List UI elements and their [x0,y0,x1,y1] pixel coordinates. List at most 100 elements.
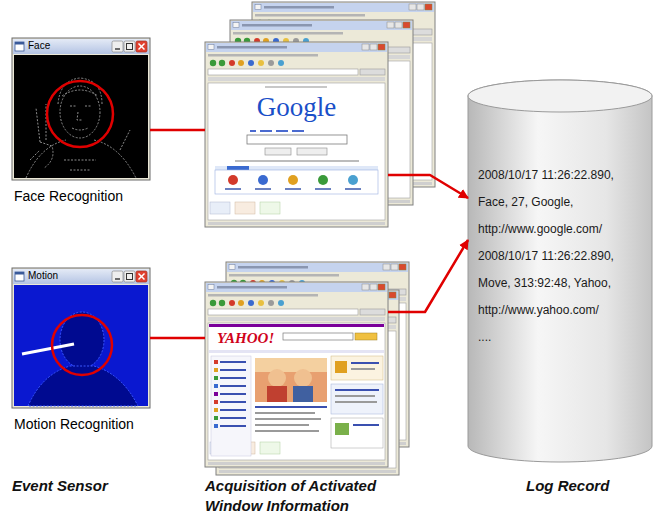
google-window-part [260,130,272,132]
motion-sensor-window-part [115,278,120,279]
motion-sensor-window-part [14,285,148,406]
log-line: .... [478,324,652,351]
yahoo-right-column-part [331,384,383,414]
yahoo-left-column-part [214,368,218,372]
motion-sensor-window [12,268,150,408]
motion-sensor-window-part [15,272,24,281]
face-edge-image-part [72,128,88,130]
google-window-part [255,188,271,190]
log-line: Move, 313:92:48, Yahoo, [478,270,652,297]
yahoo-right-column-part [353,424,379,426]
yahoo-window-part [209,324,384,327]
google-window-part [265,148,291,155]
face-sensor-window-part [47,81,113,147]
google-window-part [292,130,304,132]
face-edge-image-part [70,106,91,107]
face-sensor-window-part [13,39,149,54]
motion-sensor-window-part [52,315,112,375]
site-logo: Google [205,92,388,122]
yahoo-left-column-part [214,408,218,412]
google-window-part [228,175,238,185]
google-window-part [265,86,327,88]
google-window-part [215,166,378,170]
yahoo-photo-part [255,358,327,402]
yahoo-right-column-part [351,368,375,370]
yahoo-photo-part [255,424,309,426]
site-logo: YAHOO! [217,329,388,347]
yahoo-left-column-part [220,417,246,419]
window-title: Face [12,38,150,54]
yahoo-right-column-part [335,423,349,435]
yahoo-window-part [355,333,377,340]
face-edge-image-part [64,160,96,170]
google-window-part [215,170,378,194]
log-database: 2008/10/17 11:26:22.890,Face, 27, Google… [468,80,652,462]
motion-image-part [22,344,74,354]
sensor-label: Motion Recognition [14,416,150,433]
yahoo-left-column [211,356,251,456]
yahoo-window-part [209,350,384,353]
label-slot: Acquisition of Activated Window Informat… [205,476,420,516]
motion-sensor-window-part [15,272,24,275]
red-connector [150,337,205,340]
google-window-part [276,130,288,132]
yahoo-left-column-part [214,384,218,388]
face-sensor-window-part [12,38,150,180]
yahoo-left-column-part [220,409,246,411]
yahoo-left-column-part [214,392,218,396]
yahoo-right-column-part [335,389,379,391]
yahoo-left-column-part [220,377,246,379]
motion-sensor-window-part [112,271,123,282]
yahoo-left-column-part [214,376,218,380]
motion-image [22,312,138,406]
yahoo-left-column-part [211,356,251,456]
motion-sensor-window-part [13,269,149,284]
face-sensor-window-part [15,42,24,51]
face-edge-image-part [62,90,98,96]
yahoo-photo-part [255,412,315,414]
motion-sensor-window-part [127,274,133,280]
yahoo-right-column-part [335,361,347,373]
google-window [205,42,388,227]
yahoo-left-column-part [220,385,246,387]
log-line: http://www.google.com/ [478,216,652,243]
face-sensor-window-part [15,42,24,45]
face-sensor-window-part [139,44,145,50]
database-cylinder-part [468,80,652,112]
yahoo-photo-part [255,358,327,372]
red-connector [388,175,468,198]
red-connector [150,129,205,132]
section-label: Acquisition of Activated Window Informat… [205,476,420,516]
yahoo-photo-part [293,386,313,402]
face-sensor-window-part [139,44,145,50]
log-line: 2008/10/17 11:26:22.890, [478,243,652,270]
yahoo-right-column-part [331,418,383,448]
yahoo-left-column-part [220,361,246,363]
face-edge-image [26,78,136,178]
face-sensor-window [12,38,150,180]
face-sensor-window: FaceFace Recognition [12,38,150,180]
motion-sensor-window-part [139,274,145,280]
google-window-part [227,166,249,170]
yahoo-photo-part [268,369,286,387]
google-window-part [250,130,256,132]
label-slot: Event Sensor [12,476,192,496]
yahoo-right-column-part [351,362,379,364]
google-window-part [285,188,301,190]
browser-window: Google [205,42,388,227]
face-sensor-window-part [112,41,123,52]
yahoo-photo-part [294,369,312,387]
face-edge-image-part [60,86,100,138]
google-window-part [235,160,359,162]
yahoo-left-column-part [214,416,218,420]
face-sensor-window-part [127,44,133,50]
google-window-part [348,175,358,185]
section-label: Event Sensor [12,476,192,496]
yahoo-right-column-part [331,356,383,380]
yahoo-left-column-part [220,393,246,395]
google-window-part [205,42,388,227]
face-sensor-window-part [124,41,135,52]
face-sensor-window-part [115,48,120,49]
google-window-part [345,188,361,190]
